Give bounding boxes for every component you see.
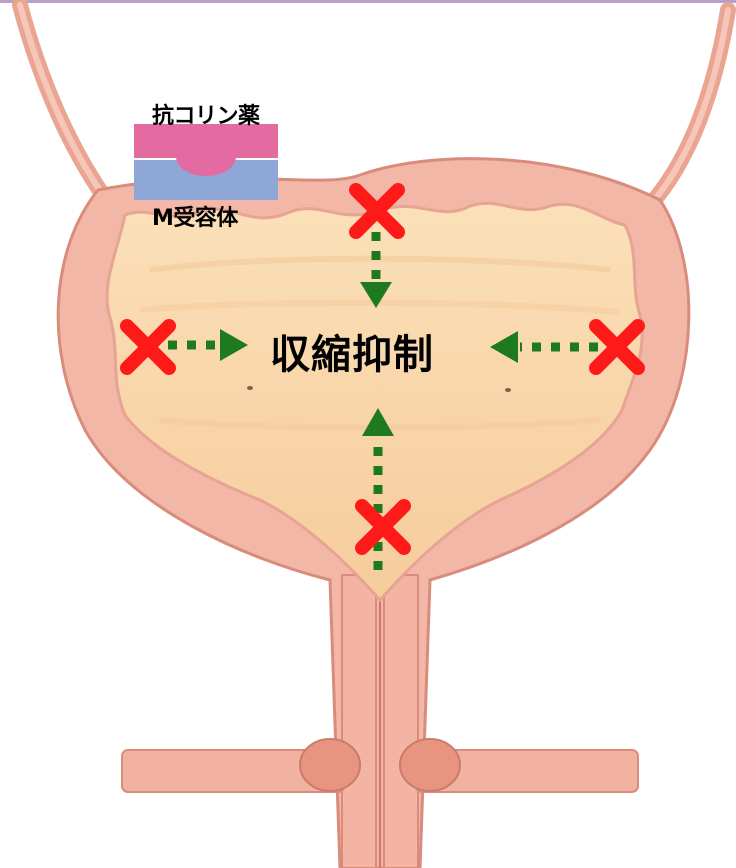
right-ureter-inner (647, 7, 731, 208)
arrow-bottom-head (362, 408, 394, 436)
left-ureter (12, 0, 118, 213)
left-ureter-inner (17, 2, 113, 208)
arrow-top-head (360, 282, 392, 308)
arrow-left-head (220, 329, 248, 361)
m-receptor-label: M受容体 (152, 206, 238, 231)
urethra-right (383, 574, 419, 868)
right-ureter (642, 2, 736, 213)
top-border (0, 0, 736, 3)
urethra-left (341, 574, 377, 868)
sphincter-left (299, 738, 361, 792)
drug-block (134, 124, 278, 176)
contraction-inhibition-label: 収縮抑制 (270, 332, 434, 378)
anticholinergic-label: 抗コリン薬 (152, 104, 260, 129)
red-x-icon (120, 319, 176, 375)
sphincter-right (399, 738, 461, 792)
red-x-icon (355, 499, 411, 555)
red-x-icon (589, 319, 645, 375)
red-x-icon (349, 183, 405, 239)
arrow-right-head (490, 331, 518, 363)
